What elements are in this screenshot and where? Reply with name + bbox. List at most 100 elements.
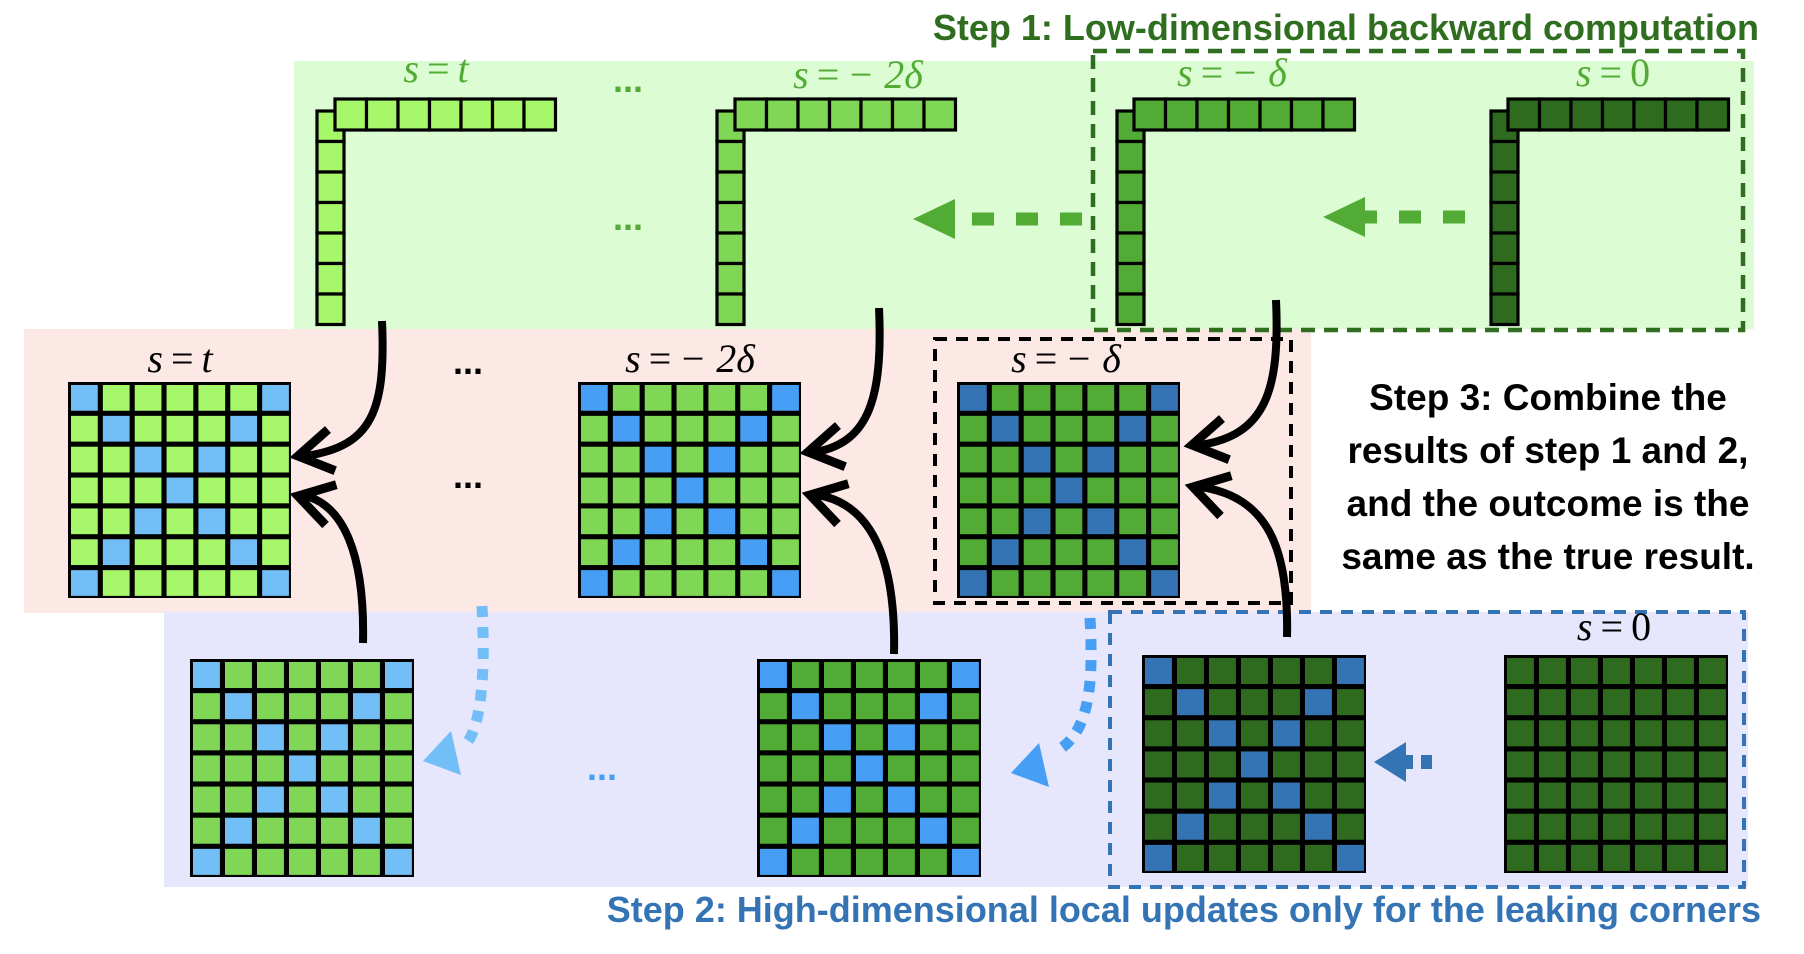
grid-cell (1119, 446, 1147, 473)
leaking-corner-cell (1209, 782, 1236, 809)
leaking-corner-cell (740, 539, 768, 566)
step3-line: results of step 1 and 2, (1348, 430, 1749, 471)
vector-row-cell (1321, 97, 1357, 132)
grid-cell (1241, 689, 1268, 716)
vector-row-cell (364, 97, 400, 132)
vector-row-cell (1663, 97, 1699, 132)
grid-cell (1305, 658, 1332, 685)
leaking-corner-cell (708, 508, 736, 535)
leaking-corner-cell (198, 446, 226, 473)
grid-cell (708, 415, 736, 442)
grid-cell (385, 786, 412, 813)
leaking-corner-cell (134, 446, 162, 473)
grid-cell (760, 817, 787, 844)
grid-cell (952, 755, 979, 782)
vector-row-cell (827, 97, 863, 132)
leaking-corner-cell (740, 415, 768, 442)
leaking-corner-cell (960, 385, 987, 411)
grid-cell (289, 662, 316, 689)
leaking-corner-cell (772, 385, 799, 411)
local-update-grid (1504, 655, 1728, 873)
grid-cell (1699, 658, 1726, 685)
leaking-corner-cell (772, 570, 799, 596)
grid-cell (321, 693, 348, 720)
vector-column-cell (1489, 292, 1520, 327)
grid-cell (581, 539, 608, 566)
grid-cell (1571, 751, 1598, 778)
grid-cell (824, 817, 851, 844)
grid-cell (1241, 844, 1268, 871)
grid-cell (257, 848, 284, 875)
grid-cell (581, 446, 608, 473)
grid-cell (1177, 658, 1204, 685)
grid-cell (991, 385, 1019, 411)
vector-column-cell (715, 170, 746, 205)
grid-cell (289, 786, 316, 813)
grid-cell (772, 539, 799, 566)
grid-cell (644, 539, 672, 566)
grid-cell (581, 477, 608, 504)
vector-row-cell (1226, 97, 1262, 132)
grid-cell (1539, 751, 1566, 778)
leaking-corner-cell (1119, 415, 1147, 442)
vector-row-cell (733, 97, 769, 132)
grid-cell (888, 693, 915, 720)
vector-row-cell (459, 97, 495, 132)
grid-cell (1273, 658, 1300, 685)
vector-row-cell (490, 97, 526, 132)
grid-cell (321, 817, 348, 844)
grid-cell (1603, 813, 1630, 840)
grid-cell (1087, 477, 1115, 504)
step3-line: and the outcome is the (1347, 483, 1750, 524)
grid-cell (1337, 782, 1364, 809)
grid-cell (385, 724, 412, 751)
grid-cell (708, 570, 736, 596)
grid-cell (1055, 415, 1083, 442)
grid-cell (1241, 813, 1268, 840)
grid-cell (257, 817, 284, 844)
grid-cell (230, 477, 258, 504)
arrow-head-icon (289, 480, 338, 529)
grid-cell (1667, 720, 1694, 747)
grid-cell (257, 662, 284, 689)
local-update-grid (757, 659, 981, 877)
leaking-corner-cell (824, 786, 851, 813)
grid-cell (257, 755, 284, 782)
grid-cell (225, 724, 252, 751)
grid-cell (134, 415, 162, 442)
leaking-corner-cell (1241, 751, 1268, 778)
grid-cell (166, 539, 194, 566)
step3-text: Step 3: Combine the results of step 1 an… (1341, 377, 1754, 577)
grid-cell (102, 385, 130, 411)
grid-cell (166, 508, 194, 535)
grid-cell (230, 446, 258, 473)
leaking-corner-cell (289, 755, 316, 782)
grid-cell (1023, 415, 1051, 442)
arrow-head-icon (799, 422, 847, 471)
grid-cell (1603, 782, 1630, 809)
grid-cell (952, 724, 979, 751)
vector-row-cell (764, 97, 800, 132)
grid-cell (1241, 782, 1268, 809)
grid-cell (262, 415, 289, 442)
grid-cell (676, 570, 704, 596)
grid-cell (289, 848, 316, 875)
grid-cell (1023, 570, 1051, 596)
grid-label: s=− 2δ (625, 336, 756, 381)
step3-ellipsis-middle: ... (453, 455, 483, 496)
leaking-corner-cell (230, 415, 258, 442)
grid-cell (1209, 658, 1236, 685)
grid-cell (198, 385, 226, 411)
grid-cell (321, 755, 348, 782)
grid-cell (1635, 844, 1662, 871)
grid-cell (1055, 385, 1083, 411)
grid-cell (225, 755, 252, 782)
leaking-corner-cell (581, 385, 608, 411)
grid-cell (1507, 751, 1534, 778)
grid-cell (920, 786, 947, 813)
grid-label: s=− δ (1011, 336, 1122, 381)
grid-cell (225, 848, 252, 875)
vector-column-cell (1489, 170, 1520, 205)
grid-label: s=0 (1577, 604, 1651, 649)
grid-cell (198, 539, 226, 566)
